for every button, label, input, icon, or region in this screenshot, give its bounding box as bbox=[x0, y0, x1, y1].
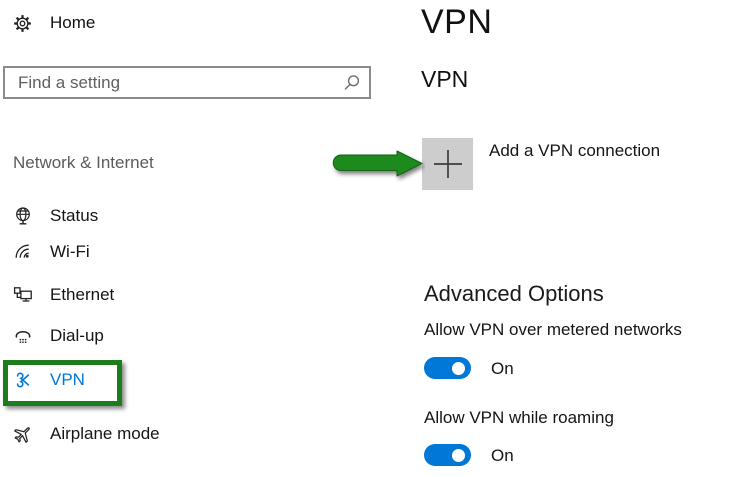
ethernet-icon bbox=[13, 285, 33, 305]
page-title: VPN bbox=[421, 3, 493, 41]
sidebar-item-label: Status bbox=[50, 206, 99, 225]
roaming-label: Allow VPN while roaming bbox=[424, 408, 614, 427]
plus-icon bbox=[433, 149, 463, 179]
annotation-arrow-icon bbox=[327, 146, 425, 182]
sidebar-item-label: Airplane mode bbox=[50, 424, 160, 443]
add-vpn-button[interactable] bbox=[422, 138, 473, 190]
sidebar-item-wifi[interactable]: Wi-Fi bbox=[0, 239, 373, 265]
globe-icon bbox=[13, 206, 33, 226]
metered-networks-label: Allow VPN over metered networks bbox=[424, 320, 682, 339]
toggle-knob bbox=[452, 361, 465, 375]
roaming-state: On bbox=[491, 446, 514, 465]
wifi-icon bbox=[13, 242, 33, 262]
advanced-options-heading: Advanced Options bbox=[424, 281, 604, 306]
metered-networks-toggle[interactable] bbox=[424, 357, 471, 379]
roaming-toggle[interactable] bbox=[424, 444, 471, 466]
sidebar-item-airplane-mode[interactable]: Airplane mode bbox=[0, 421, 373, 447]
airplane-icon bbox=[13, 424, 33, 444]
sidebar-item-label: Ethernet bbox=[50, 285, 115, 304]
search-icon[interactable] bbox=[341, 73, 361, 93]
sidebar-item-label: Wi-Fi bbox=[50, 242, 90, 261]
toggle-knob bbox=[452, 448, 465, 462]
home-label: Home bbox=[50, 13, 96, 32]
sidebar-item-ethernet[interactable]: Ethernet bbox=[0, 282, 373, 308]
sidebar-item-status[interactable]: Status bbox=[0, 203, 373, 229]
dialup-icon bbox=[13, 326, 33, 346]
sidebar-item-vpn[interactable]: VPN bbox=[0, 367, 373, 393]
metered-networks-state: On bbox=[491, 359, 514, 378]
vpn-icon bbox=[13, 370, 33, 390]
sidebar-item-label: Dial-up bbox=[50, 326, 104, 345]
search-box[interactable] bbox=[3, 66, 371, 99]
sidebar-section-label: Network & Internet bbox=[13, 153, 154, 172]
add-vpn-label[interactable]: Add a VPN connection bbox=[489, 141, 661, 160]
sidebar-item-label: VPN bbox=[50, 370, 85, 389]
vpn-section-title: VPN bbox=[421, 66, 469, 92]
search-input[interactable] bbox=[5, 68, 369, 97]
sidebar-item-home[interactable]: Home bbox=[13, 13, 95, 33]
gear-icon bbox=[13, 14, 32, 33]
sidebar-item-dialup[interactable]: Dial-up bbox=[0, 323, 373, 349]
